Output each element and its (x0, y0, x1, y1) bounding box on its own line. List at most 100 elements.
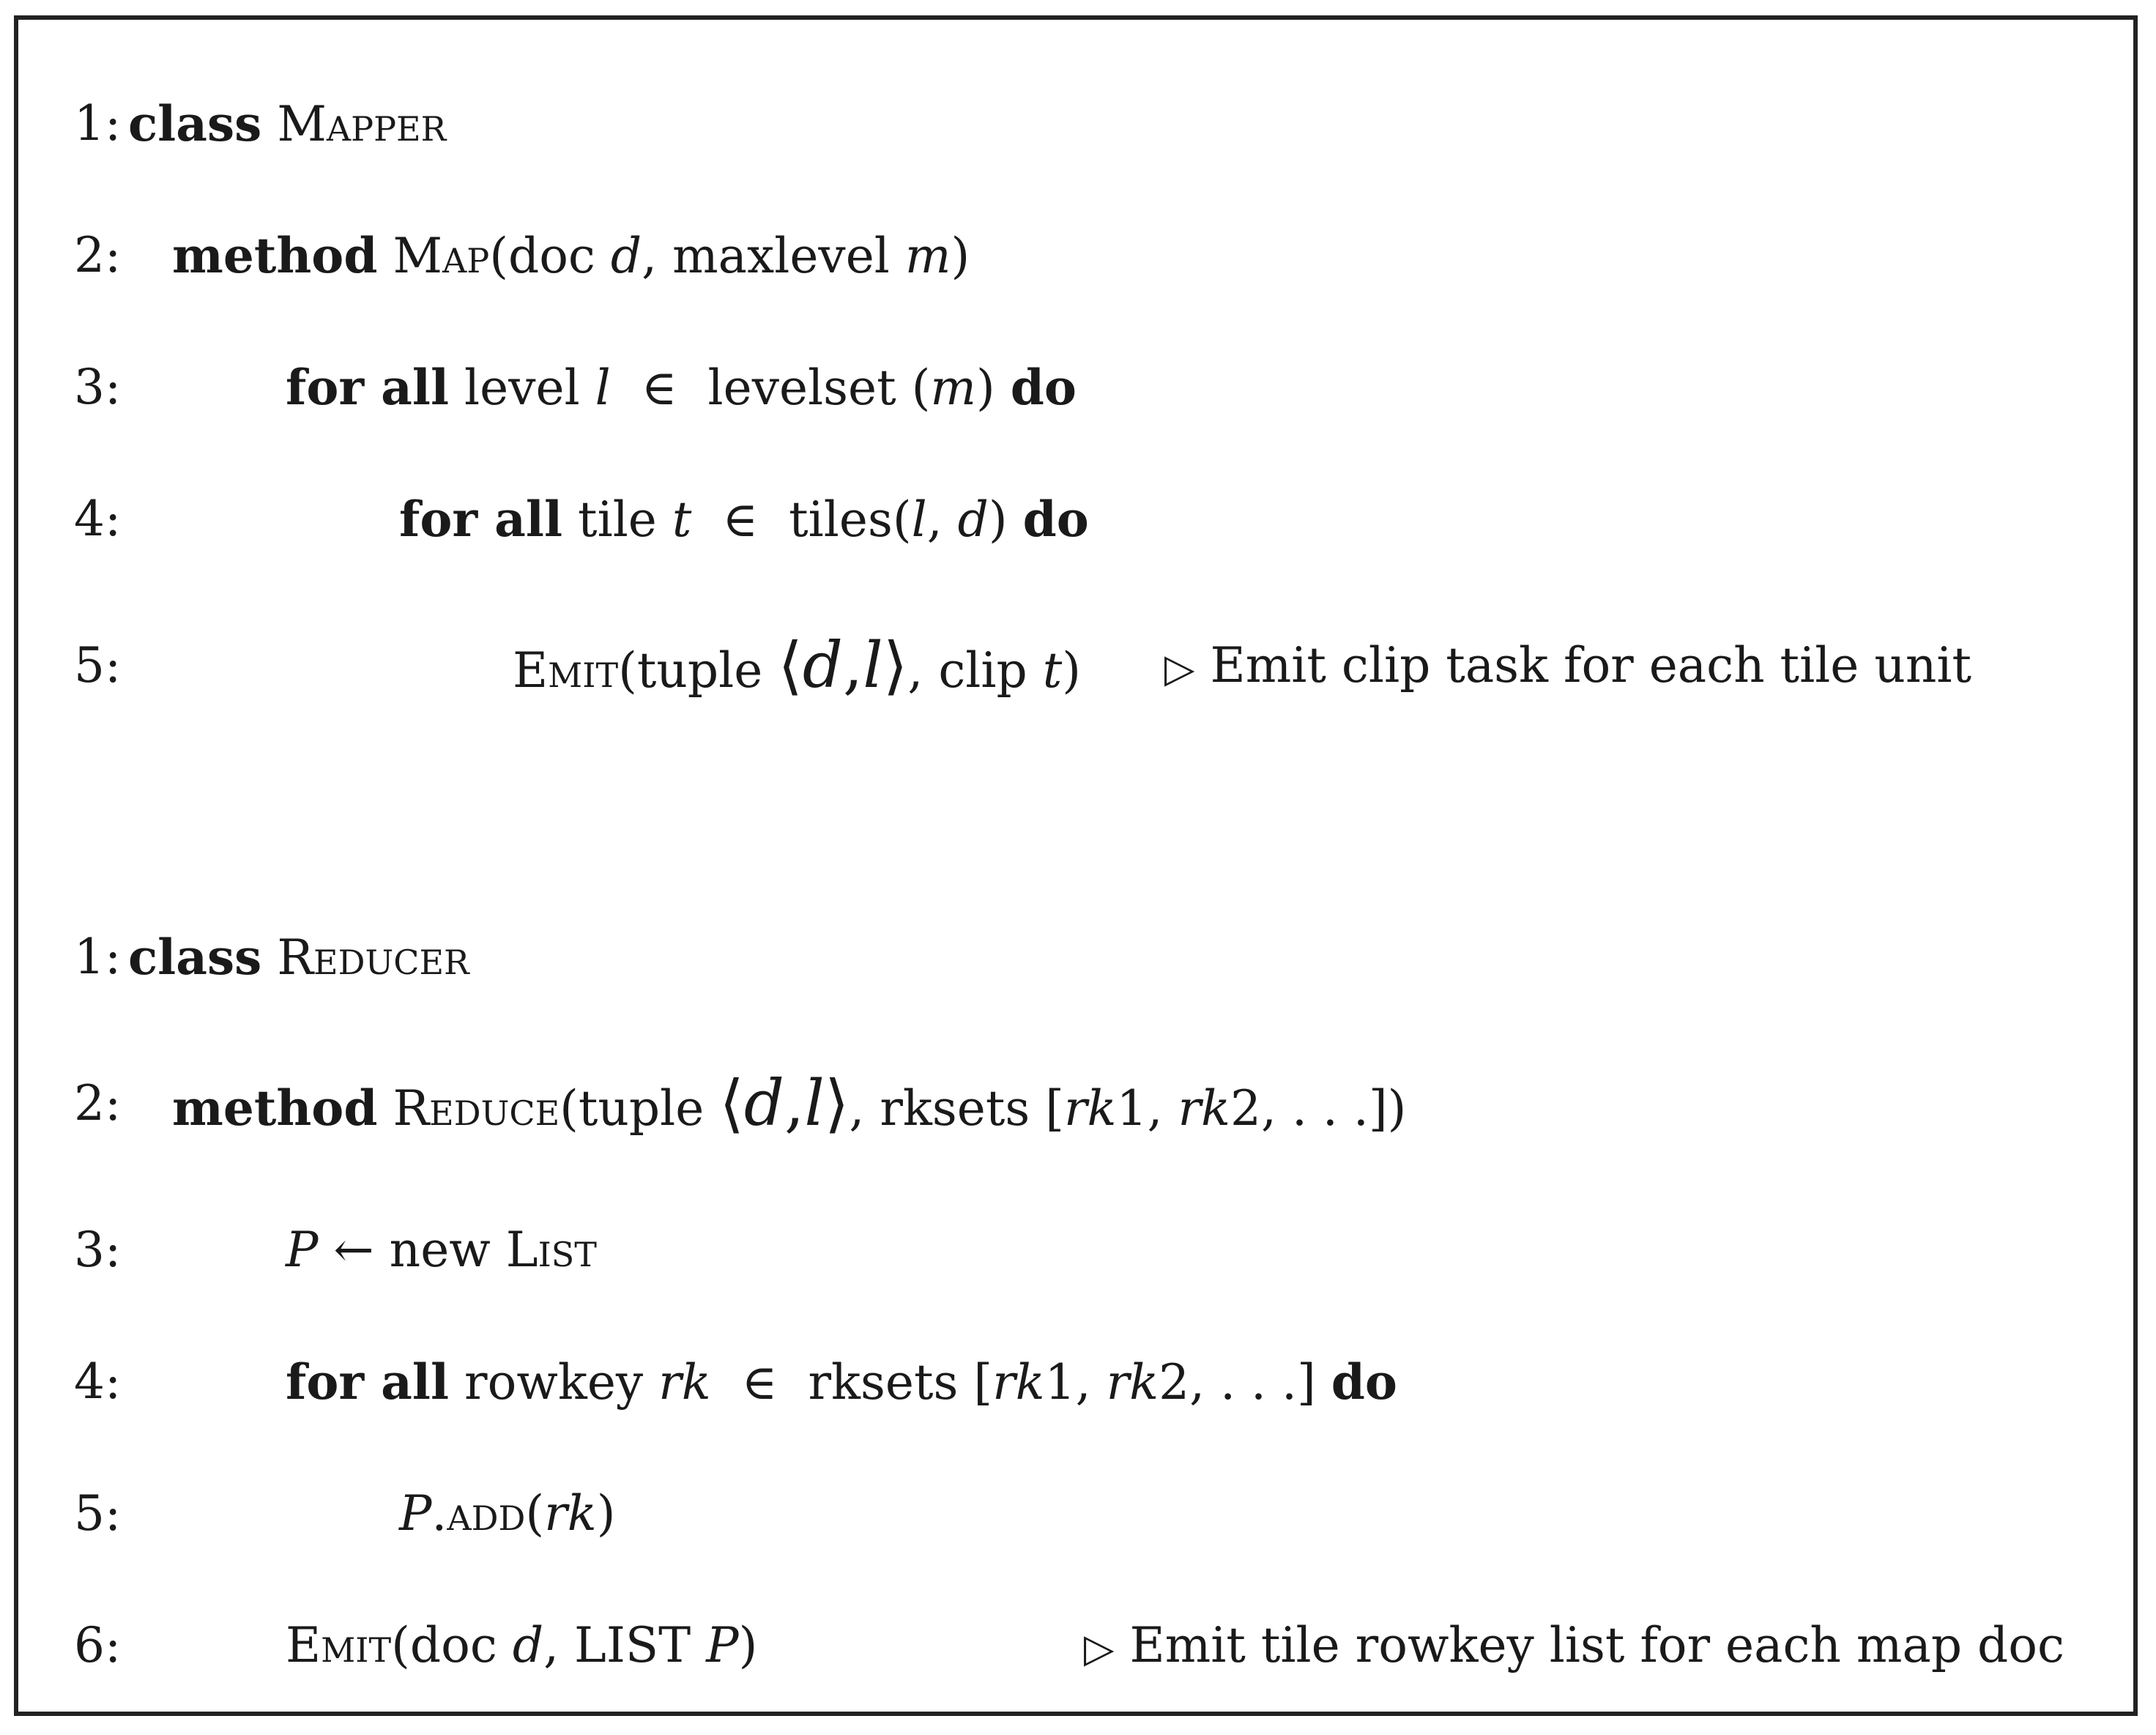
code-token: l (863, 629, 883, 702)
code-token: class (128, 95, 262, 152)
line-number: 1: (74, 929, 122, 985)
code-token: Reducer (277, 929, 469, 986)
code-token: . (431, 1485, 447, 1542)
code-token: (tuple (618, 642, 778, 699)
code-token: d (743, 1067, 784, 1140)
code-token: 2, . . .] (1159, 1354, 1331, 1411)
code-token: ⟨ (719, 1067, 744, 1140)
mapper-code: for all tile t ∈ tiles(l, d) do (399, 479, 1089, 560)
code-token: d (512, 1617, 544, 1673)
mapper-line-3: 3: for all level l ∈ levelset (m) do (18, 347, 2133, 428)
code-token: ) (596, 1485, 616, 1542)
reducer-code: class Reducer (128, 917, 469, 998)
code-token: ∈ tiles( (691, 491, 912, 548)
code-token: d (610, 228, 642, 284)
code-token (261, 96, 277, 152)
code-token: ) (951, 228, 970, 284)
reducer-code: Emit(doc d, LIST P) (286, 1605, 757, 1686)
code-token: Reduce (393, 1080, 560, 1137)
code-token: 1, (1116, 1080, 1178, 1137)
code-token: do (1331, 1353, 1397, 1411)
mapper-code: for all level l ∈ levelset (m) do (286, 347, 1077, 428)
code-token: ) (738, 1617, 758, 1673)
code-token: , (784, 1067, 805, 1140)
code-token: , maxlevel (642, 228, 905, 284)
code-token: ) (1062, 642, 1082, 699)
code-token: , (842, 629, 863, 702)
code-token: ∈ rksets [ (710, 1354, 993, 1411)
line-number: 2: (74, 227, 122, 283)
mapper-code: method Map(doc d, maxlevel m) (172, 215, 970, 297)
comment-triangle-icon: ▷ (1164, 645, 1195, 691)
code-token: do (1010, 359, 1077, 416)
code-token: ⟩ (882, 629, 908, 702)
reducer-line-6: 6: Emit(doc d, LIST P) ▷ Emit tile rowke… (18, 1605, 2133, 1686)
reducer-line-2: 2: method Reduce(tuple ⟨d,l⟩, rksets [rk… (18, 1063, 2133, 1144)
reducer-line-1: 1: class Reducer (18, 917, 2133, 997)
code-token: List (505, 1222, 597, 1278)
code-token: rk (658, 1354, 711, 1411)
line-number: 3: (74, 359, 122, 415)
code-token: P (706, 1617, 739, 1673)
code-token: rk (1063, 1080, 1117, 1137)
mapper-code: class Mapper (128, 83, 446, 165)
code-token: tile (562, 491, 672, 548)
code-token: d (802, 629, 843, 702)
code-token: rk (544, 1485, 597, 1542)
code-token: , clip (907, 642, 1043, 699)
code-token: class (128, 929, 262, 986)
code-token: Mapper (277, 96, 447, 152)
code-token (377, 1080, 393, 1137)
code-token: (tuple (560, 1080, 720, 1137)
code-token: (doc (489, 228, 611, 284)
code-token: level (449, 360, 595, 416)
code-token: do (1022, 491, 1089, 548)
line-number: 2: (74, 1075, 122, 1132)
reducer-line-3: 3: P ← new List (18, 1210, 2133, 1290)
code-token: m (930, 360, 976, 416)
code-token: rowkey (449, 1354, 659, 1411)
code-token: ( (525, 1485, 545, 1542)
line-number: 5: (74, 1485, 122, 1542)
code-token: rk (1178, 1080, 1230, 1137)
reducer-code: P ← new List (286, 1210, 597, 1290)
code-token: d (957, 491, 989, 548)
reducer-code: for all rowkey rk ∈ rksets [rk1, rk2, . … (286, 1342, 1397, 1423)
code-token: , rksets [ (849, 1080, 1064, 1137)
code-token: m (904, 228, 951, 284)
comment-text: Emit tile rowkey list for each map doc (1129, 1617, 2065, 1673)
line-number: 5: (74, 637, 122, 694)
code-token: t (672, 491, 692, 548)
code-token: t (1042, 642, 1063, 699)
mapper-line-5: 5: Emit(tuple ⟨d,l⟩, clip t) ▷ Emit clip… (18, 625, 2133, 706)
code-token: ⟩ (824, 1067, 850, 1140)
line-number: 6: (74, 1617, 122, 1673)
code-token: rk (1106, 1354, 1159, 1411)
mapper-comment: ▷ Emit clip task for each tile unit (1164, 625, 1971, 709)
code-token: Emit (286, 1617, 392, 1673)
code-token: l (804, 1067, 825, 1140)
code-token: (doc (391, 1617, 513, 1673)
code-token: 1, (1044, 1354, 1107, 1411)
reducer-line-4: 4: for all rowkey rk ∈ rksets [rk1, rk2,… (18, 1342, 2133, 1422)
code-token: P (399, 1485, 432, 1542)
code-token (261, 929, 277, 986)
code-token: method (172, 1080, 378, 1137)
code-token: rk (992, 1354, 1045, 1411)
reducer-comment: ▷ Emit tile rowkey list for each map doc (1084, 1605, 2064, 1689)
comment-triangle-icon: ▷ (1084, 1625, 1115, 1671)
code-token: , (926, 491, 958, 548)
code-token: ⟨ (778, 629, 803, 702)
code-token: for all (286, 1353, 450, 1411)
code-token: l (911, 491, 927, 548)
code-token: P (286, 1222, 319, 1278)
reducer-code: method Reduce(tuple ⟨d,l⟩, rksets [rk1, … (172, 1063, 1406, 1149)
code-token: l (595, 360, 611, 416)
algorithm-box: 1: class Mapper 2: method Map(doc d, max… (14, 15, 2138, 1716)
mapper-line-2: 2: method Map(doc d, maxlevel m) (18, 215, 2133, 296)
code-token: Map (393, 228, 490, 284)
code-token: , LIST (543, 1617, 707, 1673)
line-number: 1: (74, 95, 122, 152)
code-token: ← new (318, 1222, 506, 1278)
code-token (377, 228, 393, 284)
